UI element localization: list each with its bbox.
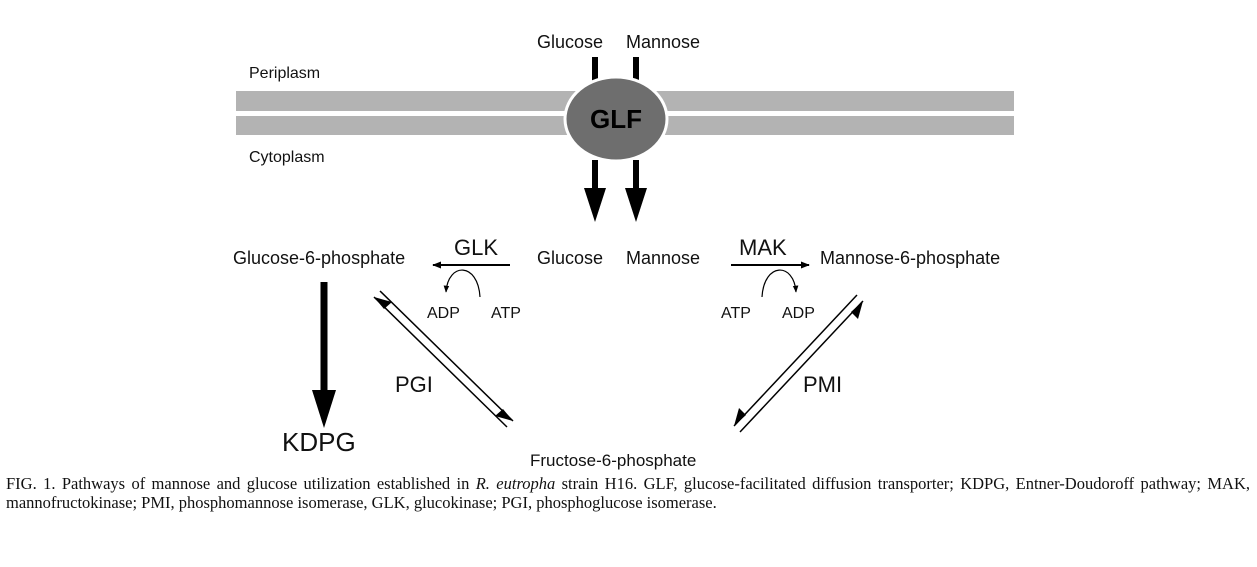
glk-enzyme-label: GLK [454, 235, 498, 260]
mak-adp-label: ADP [782, 305, 815, 322]
caption-text-start: FIG. 1. Pathways of mannose and glucose … [6, 474, 476, 493]
pathway-diagram: Periplasm Cytoplasm Glucose Mannose GLF … [233, 32, 1014, 470]
mannose-uptake-arrow [625, 160, 647, 222]
cytoplasm-label: Cytoplasm [249, 149, 325, 166]
external-mannose-label: Mannose [626, 32, 700, 52]
figure-caption: FIG. 1. Pathways of mannose and glucose … [6, 474, 1250, 512]
mak-atp-adp-curve [761, 269, 799, 298]
periplasm-label: Periplasm [249, 65, 320, 82]
pmi-reversible-arrows [733, 294, 864, 433]
mak-atp-label: ATP [721, 305, 751, 322]
kdpg-label: KDPG [282, 427, 356, 457]
kdpg-flux-arrow [312, 282, 336, 428]
pgi-reversible-arrows [373, 290, 514, 428]
glk-atp-adp-curve [443, 269, 481, 298]
glf-label: GLF [590, 104, 642, 134]
pathway-diagram-svg: Periplasm Cytoplasm Glucose Mannose GLF … [233, 32, 1014, 470]
mannose-6-phosphate-label: Mannose-6-phosphate [820, 248, 1000, 268]
mak-enzyme-label: MAK [739, 235, 787, 260]
external-glucose-label: Glucose [537, 32, 603, 52]
internal-mannose-label: Mannose [626, 248, 700, 268]
internal-glucose-label: Glucose [537, 248, 603, 268]
glucose-6-phosphate-label: Glucose-6-phosphate [233, 248, 405, 268]
pmi-enzyme-label: PMI [803, 372, 842, 397]
glk-adp-label: ADP [427, 305, 460, 322]
caption-organism-name: R. eutropha [475, 474, 556, 493]
glf-transporter [563, 75, 669, 163]
fructose-6-phosphate-label: Fructose-6-phosphate [530, 451, 696, 470]
caption-text-end: strain H16. GLF, glucose-facilitated dif… [6, 474, 1250, 512]
glk-atp-label: ATP [491, 305, 521, 322]
pgi-enzyme-label: PGI [395, 372, 433, 397]
glucose-uptake-arrow [584, 160, 606, 222]
